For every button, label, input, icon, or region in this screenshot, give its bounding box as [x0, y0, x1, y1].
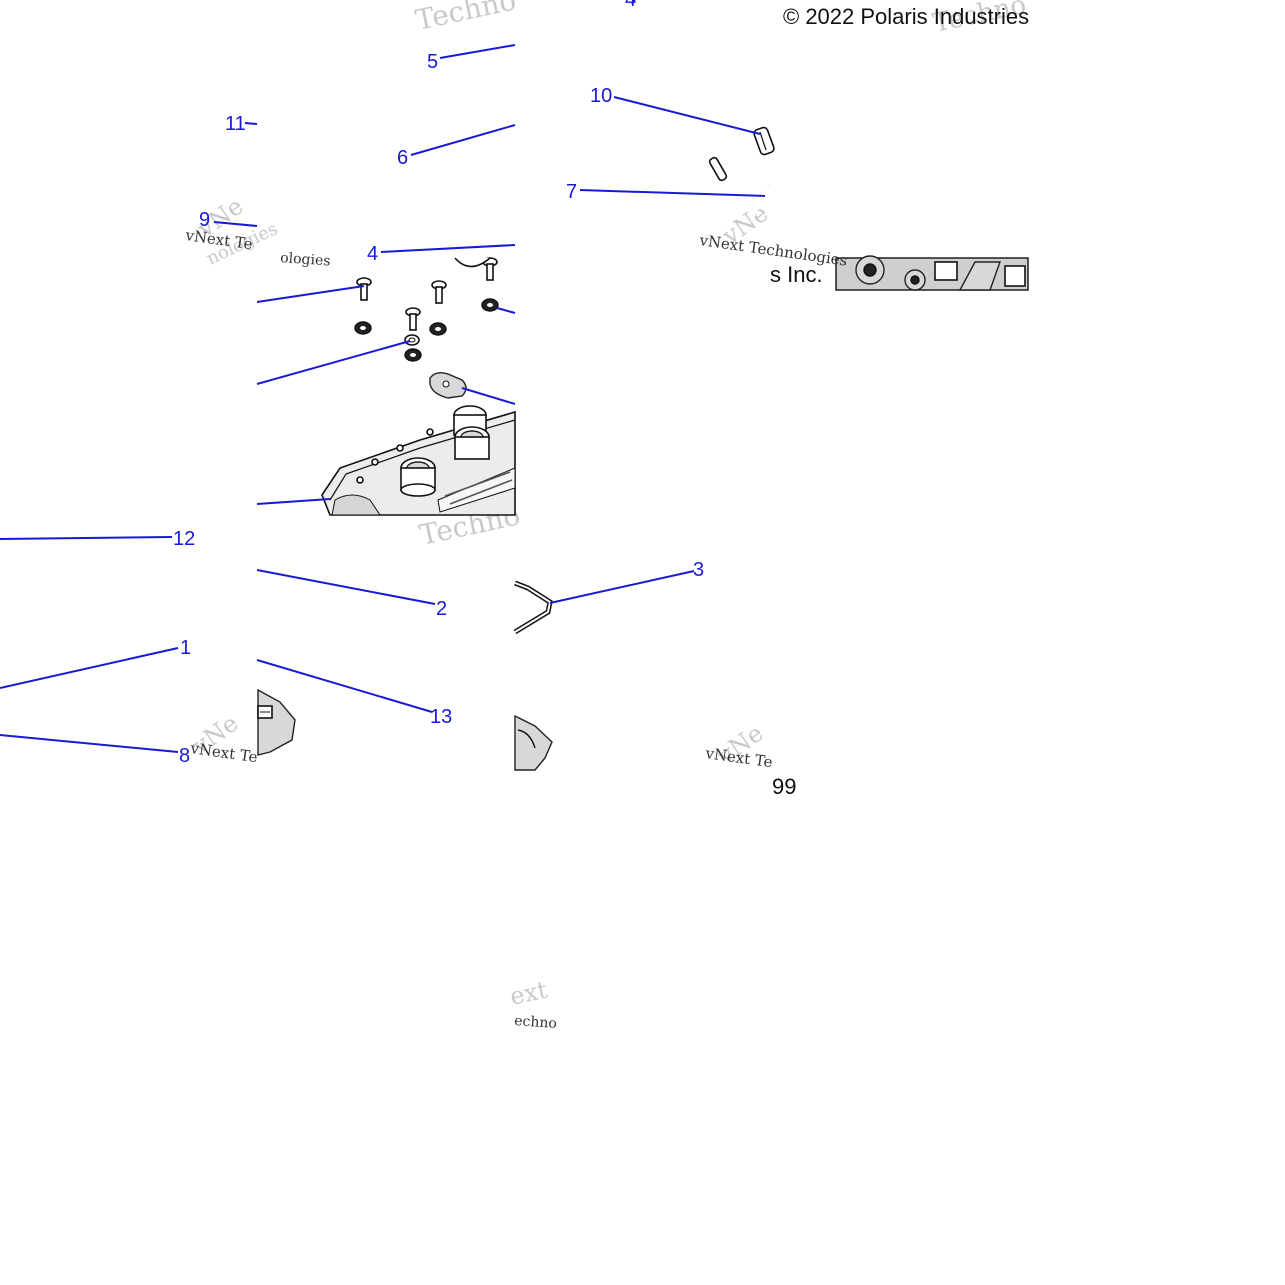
- callout-12: 12: [173, 528, 195, 550]
- document-text: © 2022 Polaris Industries s Inc. 99: [770, 4, 1029, 799]
- callout-2: 2: [436, 598, 447, 620]
- lower-cover-art: [257, 688, 296, 756]
- callout-6: 6: [397, 147, 408, 169]
- watermark-text: vNext Te: [188, 739, 258, 766]
- callout-7: 7: [566, 181, 577, 203]
- watermark-text: Techno: [413, 0, 519, 37]
- callout-13: 13: [430, 706, 452, 728]
- leader-lines: [0, 0, 766, 753]
- part-art: [257, 126, 1029, 771]
- company-suffix-fragment: s Inc.: [770, 262, 823, 287]
- pin-art: [708, 156, 728, 182]
- lower-housing-art: [514, 714, 553, 771]
- bolt-head-art: [753, 126, 775, 156]
- watermark-text: ext: [507, 976, 550, 1011]
- watermark-text: echno: [514, 1013, 558, 1032]
- callout-8: 8: [179, 745, 190, 767]
- engine-block-fragment: [835, 255, 1029, 291]
- callout-10: 10: [590, 85, 612, 107]
- copyright-notice: © 2022 Polaris Industries: [783, 4, 1029, 29]
- watermark-text: ologies: [280, 250, 331, 269]
- bolt-cluster: [354, 257, 499, 362]
- cover-plate-art: [429, 371, 467, 399]
- gasket-art: [513, 580, 553, 635]
- watermark-text: vNext Te: [703, 744, 773, 771]
- callout-5: 5: [427, 51, 438, 73]
- bracket-art: [750, 185, 771, 223]
- callout-1: 1: [180, 637, 191, 659]
- callout-11: 11: [225, 113, 246, 135]
- callout-4: 4: [367, 243, 378, 265]
- watermarks: Techno Techno Techno vNe nologies vNe vN…: [187, 0, 1029, 1011]
- callout-4-top: 4: [625, 0, 636, 11]
- callout-numbers: 4 5 10 11 6 7 9 4 12 2 3 1 13 8: [173, 0, 704, 767]
- page-number: 99: [772, 774, 796, 799]
- valve-cover-art: [321, 405, 516, 516]
- callout-3: 3: [693, 559, 704, 581]
- callout-9: 9: [199, 209, 210, 231]
